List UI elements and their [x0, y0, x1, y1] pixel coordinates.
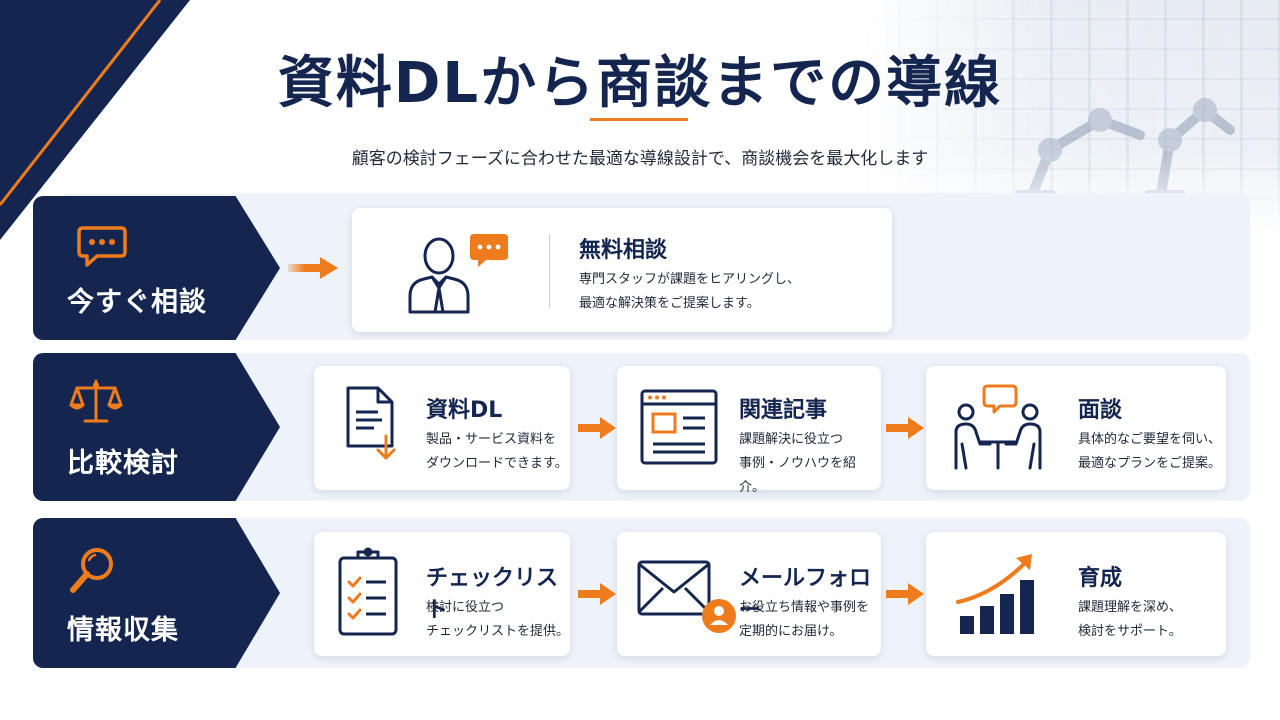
card-related-articles[interactable]: 関連記事 課題解決に役立つ 事例・ノウハウを紹介。 [617, 366, 881, 495]
card-description: 課題理解を深め、 検討をサポート。 [1078, 600, 1183, 639]
flow-arrow-icon [288, 257, 338, 279]
row-label-text: 情報収集 [67, 615, 179, 646]
card-description: 課題解決に役立つ 事例・ノウハウを紹介。 [739, 432, 857, 495]
card-description: 製品・サービス資料を ダウンロードできます。 [426, 432, 568, 471]
card-title: 育成 [1078, 566, 1123, 591]
card-divider [549, 234, 550, 308]
mail-icon [637, 560, 736, 633]
card-description: 検討に役立つ チェックリストを提供。 [426, 600, 570, 639]
card-title: 無料相談 [579, 238, 668, 263]
card-nurturing[interactable]: 育成 課題理解を深め、 検討をサポート。 [926, 532, 1226, 656]
row-label-text: 比較検討 [67, 448, 179, 479]
card-checklist[interactable]: チェックリスト 検討に役立つ チェックリストを提供。 [314, 532, 570, 656]
card-title: 関連記事 [739, 398, 828, 423]
row-label-research: 情報収集 [33, 518, 280, 668]
flow-arrow-icon [578, 417, 616, 439]
row-label-consult: 今すぐ相談 [33, 196, 280, 340]
consultant-icon [408, 234, 508, 314]
meeting-icon [954, 384, 1042, 470]
flow-arrow-icon [886, 417, 924, 439]
checklist-icon [338, 547, 398, 636]
row-label-text: 今すぐ相談 [67, 287, 207, 318]
document-download-icon [346, 386, 396, 460]
magnifier-icon [70, 548, 113, 593]
card-mail-follow[interactable]: メールフォロー お役立ち情報や事例を 定期的にお届け。 [617, 532, 881, 656]
card-free-consultation[interactable]: 無料相談 専門スタッフが課題をヒアリングし、 最適な解決策をご提案します。 [352, 208, 892, 332]
card-description: 専門スタッフが課題をヒアリングし、 最適な解決策をご提案します。 [579, 272, 801, 311]
card-description: お役立ち情報や事例を 定期的にお届け。 [739, 600, 870, 639]
card-title: チェックリスト [426, 566, 559, 623]
page-subtitle: 顧客の検討フェーズに合わせた最適な導線設計で、商談機会を最大化します [351, 149, 929, 169]
page-title: 資料DLから商談までの導線 [277, 51, 1003, 116]
card-title: 面談 [1078, 398, 1123, 423]
scale-icon [69, 379, 123, 423]
card-meeting[interactable]: 面談 具体的なご要望を伺い、 最適なプランをご提案。 [926, 366, 1226, 490]
flow-arrow-icon [886, 583, 924, 605]
corner-accent-line [0, 0, 162, 206]
title-underline [590, 118, 688, 121]
card-title: メールフォロー [739, 566, 872, 623]
chat-bubble-icon [77, 226, 127, 267]
growth-chart-icon [956, 554, 1034, 634]
card-description: 具体的なご要望を伺い、 最適なプランをご提案。 [1078, 432, 1222, 471]
card-document-download[interactable]: 資料DL 製品・サービス資料を ダウンロードできます。 [314, 366, 570, 490]
flow-arrow-icon [578, 583, 616, 605]
browser-article-icon [640, 389, 718, 465]
card-title: 資料DL [426, 398, 503, 423]
row-label-compare: 比較検討 [33, 353, 280, 501]
